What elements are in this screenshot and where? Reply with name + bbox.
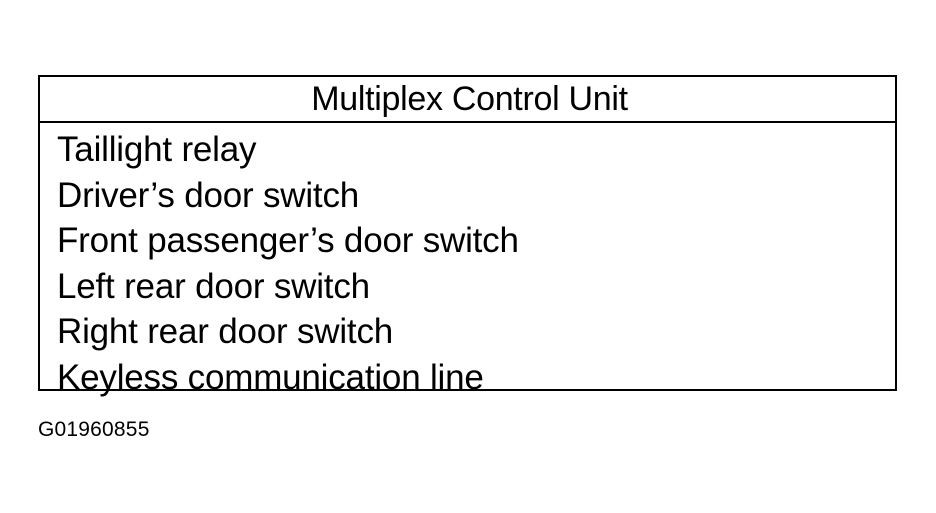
multiplex-control-unit-box: Multiplex Control Unit Taillight relay D… [38,75,897,397]
figure-id: G01960855 [38,418,150,441]
input-list: Taillight relay Driver’s door switch Fro… [40,123,895,400]
list-item-left-rear-door-switch: Left rear door switch [57,266,370,306]
list-item-keyless-communication-line: Keyless communication line [57,357,484,397]
list-item-taillight-relay: Taillight relay [57,130,257,169]
list-item-front-passengers-door-switch: Front passenger’s door switch [57,221,519,260]
list-item-right-rear-door-switch: Right rear door switch [57,312,394,351]
list-item-drivers-door-switch: Driver’s door switch [57,175,360,215]
unit-title: Multiplex Control Unit [40,77,895,123]
